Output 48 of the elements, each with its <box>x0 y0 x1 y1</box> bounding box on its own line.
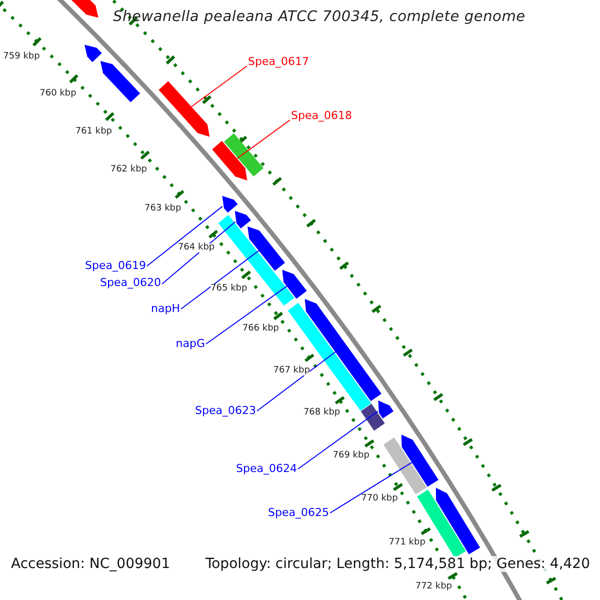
leader-line <box>330 462 412 514</box>
gene-feature <box>222 196 238 213</box>
scale-label: 761 kbp <box>75 127 112 136</box>
leader-line <box>162 221 236 284</box>
scale-label: 766 kbp <box>242 324 280 334</box>
leader-line <box>146 206 223 266</box>
gene-feature <box>378 400 394 418</box>
gene-feature <box>401 434 438 487</box>
gene-feature <box>248 226 285 271</box>
gene-feature <box>224 133 264 176</box>
gene-feature <box>84 44 102 62</box>
scale-label: 760 kbp <box>40 90 76 99</box>
scale-label: 771 kbp <box>388 538 426 548</box>
scale-label: 772 kbp <box>415 582 452 592</box>
scale-label: 765 kbp <box>210 284 248 293</box>
gene-feature <box>360 404 385 431</box>
title: Shewanella pealeana ATCC 700345, complete genome <box>113 10 526 24</box>
leader-line <box>206 286 288 344</box>
gene-feature <box>158 81 210 137</box>
scale-label: 769 kbp <box>332 451 370 460</box>
gene-label: napG <box>176 338 205 349</box>
gene-label: napH <box>151 303 180 314</box>
scale-label: 763 kbp <box>144 204 182 214</box>
leader-line <box>298 410 378 470</box>
gene-label: Spea_0625 <box>268 507 329 518</box>
gene-label: Spea_0623 <box>195 405 256 416</box>
scale-label: 759 kbp <box>3 52 40 62</box>
gene-feature <box>100 61 140 102</box>
gene-feature <box>212 140 248 180</box>
gene-feature <box>234 210 251 228</box>
leader-line <box>236 120 290 159</box>
gene-feature <box>436 488 480 554</box>
scale-label: 762 kbp <box>110 165 148 174</box>
gene-label: Spea_0624 <box>236 463 297 474</box>
gene-label: Spea_0618 <box>291 110 352 121</box>
scale-label: 767 kbp <box>273 366 310 376</box>
leader-line <box>256 351 336 412</box>
gene-feature <box>282 270 307 299</box>
gene-label: Spea_0619 <box>85 260 146 271</box>
gene-label: Spea_0620 <box>100 277 161 288</box>
leader-line <box>191 66 248 108</box>
gene-label: Spea_0617 <box>248 56 309 67</box>
gene-feature <box>383 437 427 494</box>
footer-text: Topology: circular; Length: 5,174,581 bp; Genes: 4,420 <box>203 556 592 572</box>
scale-label: 770 kbp <box>361 494 398 504</box>
leader-line <box>180 250 260 310</box>
scale-label: 764 kbp <box>178 244 215 253</box>
scale-label: 768 kbp <box>303 408 340 418</box>
